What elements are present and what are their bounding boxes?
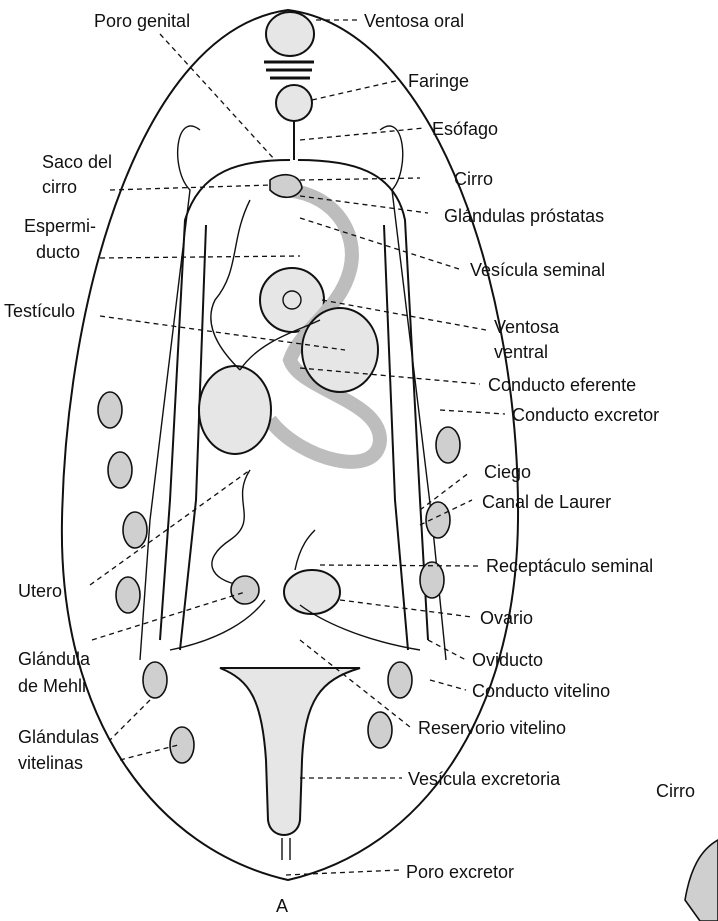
pharynx-muscle — [264, 62, 314, 78]
label-ventosa-ventral-1: Ventosa — [494, 317, 560, 337]
figure-letter: A — [276, 896, 288, 916]
vitelline-glands-right — [368, 427, 460, 748]
caecum-right — [298, 160, 428, 640]
label-glandula-mehli-1: Glándula — [18, 649, 91, 669]
seminal-receptacle — [295, 530, 315, 570]
oral-sucker — [266, 12, 314, 56]
label-ciego: Ciego — [484, 462, 531, 482]
label-ovario: Ovario — [480, 608, 533, 628]
label-glandulas-prostatas: Glándulas próstatas — [444, 206, 604, 226]
label-poro-excretor: Poro excretor — [406, 862, 514, 882]
label-canal-laurer: Canal de Laurer — [482, 492, 611, 512]
uterus — [212, 470, 250, 585]
sperm-duct — [211, 200, 250, 370]
label-ventosa-oral: Ventosa oral — [364, 11, 464, 31]
label-espermiducto-2: ducto — [36, 242, 80, 262]
label-conducto-vitelino: Conducto vitelino — [472, 681, 610, 701]
testis-anterior — [302, 308, 378, 392]
excretory-pore — [282, 838, 290, 860]
label-glandulas-vitelinas-2: vitelinas — [18, 753, 83, 773]
label-poro-genital: Poro genital — [94, 11, 190, 31]
label-vesicula-excretoria: Vesícula excretoria — [408, 769, 561, 789]
label-glandula-mehli-2: de Mehli — [18, 676, 86, 696]
label-saco-cirro-2: cirro — [42, 177, 77, 197]
label-esofago: Esófago — [432, 119, 498, 139]
ovary — [284, 570, 340, 614]
label-faringe: Faringe — [408, 71, 469, 91]
label-vesicula-seminal: Vesícula seminal — [470, 260, 605, 280]
pharynx — [276, 85, 312, 121]
label-cirro: Cirro — [454, 169, 493, 189]
mehlis-gland — [231, 576, 259, 604]
label-oviducto: Oviducto — [472, 650, 543, 670]
label-receptaculo-seminal: Receptáculo seminal — [486, 556, 653, 576]
label-ventosa-ventral-2: ventral — [494, 342, 548, 362]
label-saco-cirro-1: Saco del — [42, 152, 112, 172]
excretory-vesicle — [220, 668, 360, 835]
label-conducto-excretor: Conducto excretor — [512, 405, 659, 425]
label-espermiducto-1: Espermi- — [24, 216, 96, 236]
label-reservorio-vitelino: Reservorio vitelino — [418, 718, 566, 738]
caecum-left-inner — [180, 225, 206, 650]
label-conducto-eferente: Conducto eferente — [488, 375, 636, 395]
label-cirro-inset: Cirro — [656, 781, 695, 801]
cirrus-inset-fragment — [685, 840, 718, 921]
label-testiculo: Testículo — [4, 301, 75, 321]
testis-posterior — [199, 366, 271, 454]
cirrus-sac — [270, 175, 302, 198]
label-glandulas-vitelinas-1: Glándulas — [18, 727, 99, 747]
label-utero: Utero — [18, 581, 62, 601]
